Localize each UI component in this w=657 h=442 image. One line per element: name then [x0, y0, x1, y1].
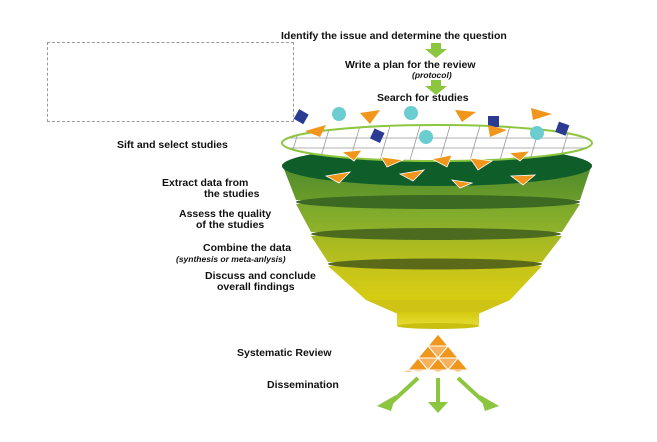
pyramid-icon — [387, 333, 489, 373]
funnel-band-combine — [311, 236, 562, 262]
triangle-icon — [469, 157, 494, 171]
funnel — [282, 146, 592, 329]
down-arrow-icon — [428, 402, 448, 413]
down-arrow-icon — [425, 80, 447, 95]
output-systematic-review: Systematic Review — [237, 347, 332, 359]
step-discuss-line2: overall findings — [217, 281, 295, 293]
triangle-icon — [305, 125, 326, 137]
diamond-icon — [293, 109, 309, 125]
step-identify: Identify the issue and determine the que… — [281, 30, 507, 42]
step-search: Search for studies — [377, 92, 469, 104]
triangle-icon — [360, 110, 380, 124]
triangle-icon — [450, 179, 474, 189]
circle-icon — [530, 126, 544, 140]
triangle-icon — [488, 125, 507, 137]
triangle-icon — [324, 171, 352, 184]
step-discuss-line1: Discuss and conclude — [205, 270, 316, 282]
step-assess-line1: Assess the quality — [179, 208, 272, 220]
funnel-band-discuss — [328, 266, 542, 300]
triangle-icon — [380, 156, 405, 168]
triangle-icon — [430, 154, 453, 168]
triangle-icon — [507, 150, 532, 162]
step-sift: Sift and select studies — [117, 139, 228, 151]
triangle-icon — [455, 110, 476, 122]
step-assess-line2: of the studies — [196, 219, 265, 231]
diamond-icon — [369, 128, 385, 143]
step-plan-note: (protocol) — [412, 70, 452, 80]
funnel-band-assess — [296, 204, 580, 232]
triangle-icon — [340, 149, 363, 162]
step-extract-line1: Extract data from — [162, 177, 249, 189]
funnel-spout — [366, 300, 510, 314]
step-plan: Write a plan for the review — [345, 59, 476, 71]
dissemination-arrows — [377, 376, 499, 413]
down-arrow-icon — [480, 395, 499, 411]
circle-icon — [332, 107, 346, 121]
down-arrow-icon — [377, 395, 396, 411]
output-dissemination: Dissemination — [267, 379, 339, 391]
step-combine-note: (synthesis or meta-anlysis) — [176, 254, 286, 264]
circle-icon — [419, 130, 433, 144]
triangle-icon — [509, 174, 537, 186]
sieve — [281, 124, 593, 162]
diamond-icon — [555, 121, 570, 136]
dashed-placeholder-box — [47, 42, 294, 122]
triangle-icon — [531, 108, 552, 120]
diamond-icon — [488, 116, 499, 127]
down-arrow-icon — [425, 43, 447, 58]
funnel-spout-tube — [397, 312, 479, 326]
step-combine: Combine the data — [203, 242, 292, 254]
triangle-icon — [398, 169, 426, 182]
circle-icon — [404, 106, 418, 120]
step-extract-line2: the studies — [204, 188, 260, 200]
studies-shapes — [293, 106, 570, 189]
